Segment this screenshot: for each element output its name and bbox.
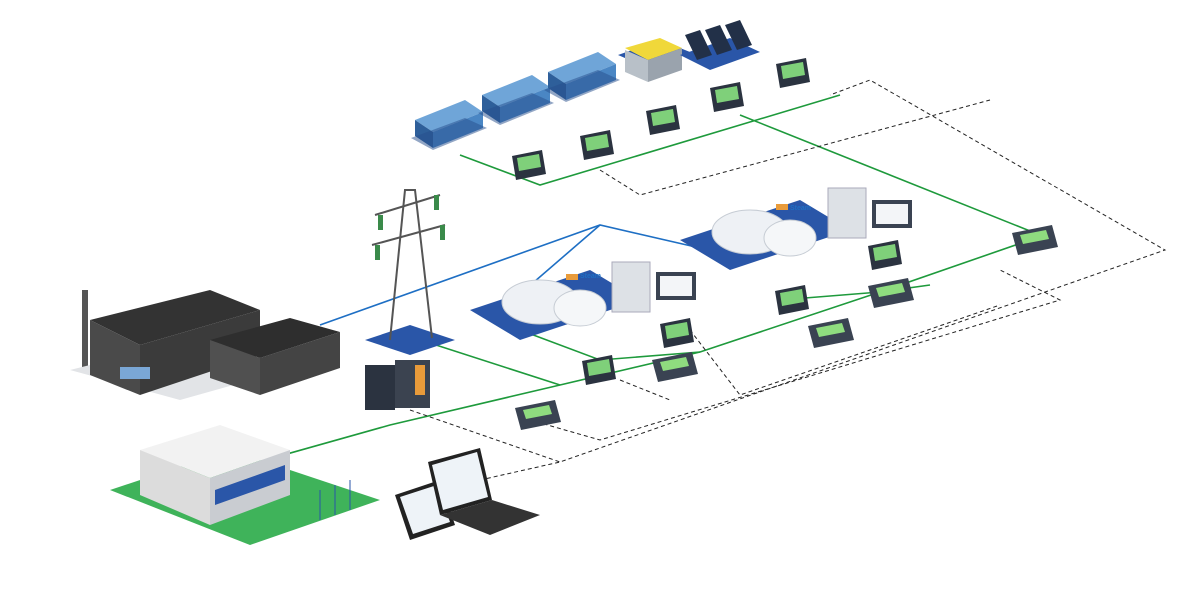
controller-icon [868,240,902,270]
protection-relay-icon [1012,225,1058,255]
controller-icon [580,130,614,160]
wind-turbine-icon [319,480,351,520]
comm-line-3 [529,269,1062,441]
solar-panel-icon [680,20,760,70]
steam-label: Steam [580,273,601,280]
communication-lines [409,79,1167,481]
controller-icon [776,58,810,88]
protection-relay-icon [515,400,561,430]
controller-icon [582,355,616,385]
comm-line-6 [619,379,671,401]
comm-line-4 [599,99,991,196]
controller-icon [646,105,680,135]
gas-engine-icon [478,75,554,125]
gas-engine-icon [544,52,620,102]
battery-storage-icon [618,38,690,82]
controller-cabinet-icon [611,187,912,313]
protection-relay-icon [868,278,914,308]
office-building-icon [110,425,380,545]
laptop-icon [428,448,540,535]
transmission-tower-icon [365,189,455,355]
steam-turbine-icon: Steam [679,199,851,271]
protection-relay-icon [808,318,854,348]
controller-icon [775,285,809,315]
controller-icon [365,360,430,410]
comm-line-main [479,79,1167,481]
steam-turbine-icon: Steam [469,269,641,341]
steam-label: Steam [790,205,811,212]
comm-line-5 [689,304,1001,396]
controller-icon [512,150,546,180]
controller-icon [710,82,744,112]
comm-line-2 [409,409,561,463]
factory-icon [70,290,340,400]
controller-icon [660,318,694,348]
power-line-upper [459,94,841,186]
gas-engine-icon [411,100,487,150]
power-line-gen [739,114,1041,236]
protection-relay-icon [652,352,698,382]
